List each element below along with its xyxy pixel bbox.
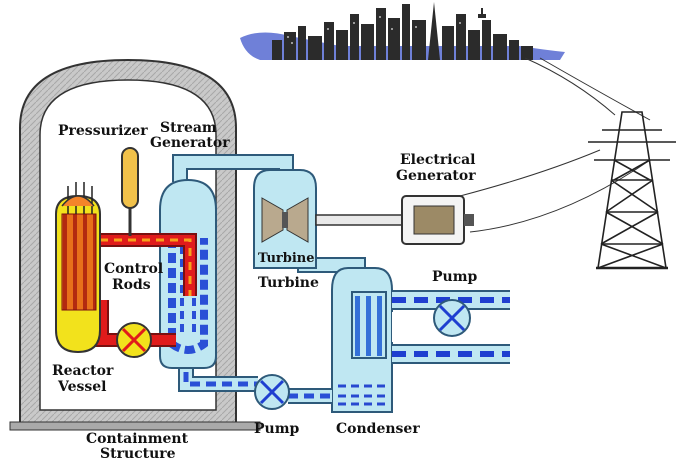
containment-label-line2: Structure: [100, 446, 176, 462]
condenser-label: Condenser: [336, 421, 420, 437]
city-skyline-icon: [240, 2, 565, 60]
turbine: [253, 169, 317, 269]
condenser: [331, 267, 393, 413]
turbine-inner-label: Turbine: [258, 251, 315, 266]
pressurizer: [121, 147, 139, 236]
turbine-label: Turbine: [258, 275, 319, 291]
stream-generator-label-line2: Generator: [150, 135, 230, 151]
cooling-pump: [433, 299, 471, 337]
electrical-generator: [315, 195, 474, 245]
electrical-generator-label-line2: Generator: [396, 168, 476, 184]
control-rods-label-line2: Rods: [112, 277, 151, 293]
cooling-loop: [392, 290, 510, 364]
primary-pump: [116, 322, 152, 358]
stream-generator-label-line1: Stream: [160, 120, 217, 136]
containment-label-line1: Containment: [86, 431, 189, 447]
reactor-vessel-label-line2: Vessel: [58, 379, 107, 395]
control-rods-label-line1: Control: [104, 261, 164, 277]
reactor-vessel-label-line1: Reactor: [52, 363, 114, 379]
pressurizer-label: Pressurizer: [58, 123, 148, 139]
pump-right-label: Pump: [432, 269, 478, 285]
transmission-tower-icon: [588, 111, 676, 270]
primary-loop: [95, 233, 197, 347]
electrical-generator-label-line1: Electrical: [400, 152, 476, 168]
power-lines: [459, 57, 651, 233]
feedwater-pump: [254, 374, 290, 410]
pump-bottom-label: Pump: [254, 421, 300, 437]
reactor-vessel: [55, 182, 101, 354]
